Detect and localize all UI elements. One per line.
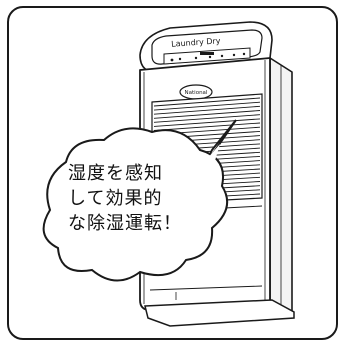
vent-louver [153, 118, 261, 127]
vent-louver [153, 105, 261, 115]
brand-badge: National [179, 84, 213, 100]
callout-line-3: な除湿運転！ [68, 213, 182, 234]
base-stand [144, 299, 295, 327]
brand-label: Laundry Dry [171, 36, 221, 48]
callout-text: 湿度を感知 して効果的 な除湿運転！ [68, 161, 218, 236]
vent-louver [153, 110, 261, 119]
callout-line-1: 湿度を感知 [68, 163, 163, 184]
svg-text:National: National [185, 90, 208, 96]
control-panel [151, 29, 263, 65]
vent-louver [153, 101, 261, 111]
vent-louver [153, 97, 261, 107]
callout-line-2: して効果的 [68, 188, 163, 209]
vent-louver [153, 122, 261, 131]
vent-louver [153, 114, 261, 123]
speech-bubble [42, 119, 237, 282]
